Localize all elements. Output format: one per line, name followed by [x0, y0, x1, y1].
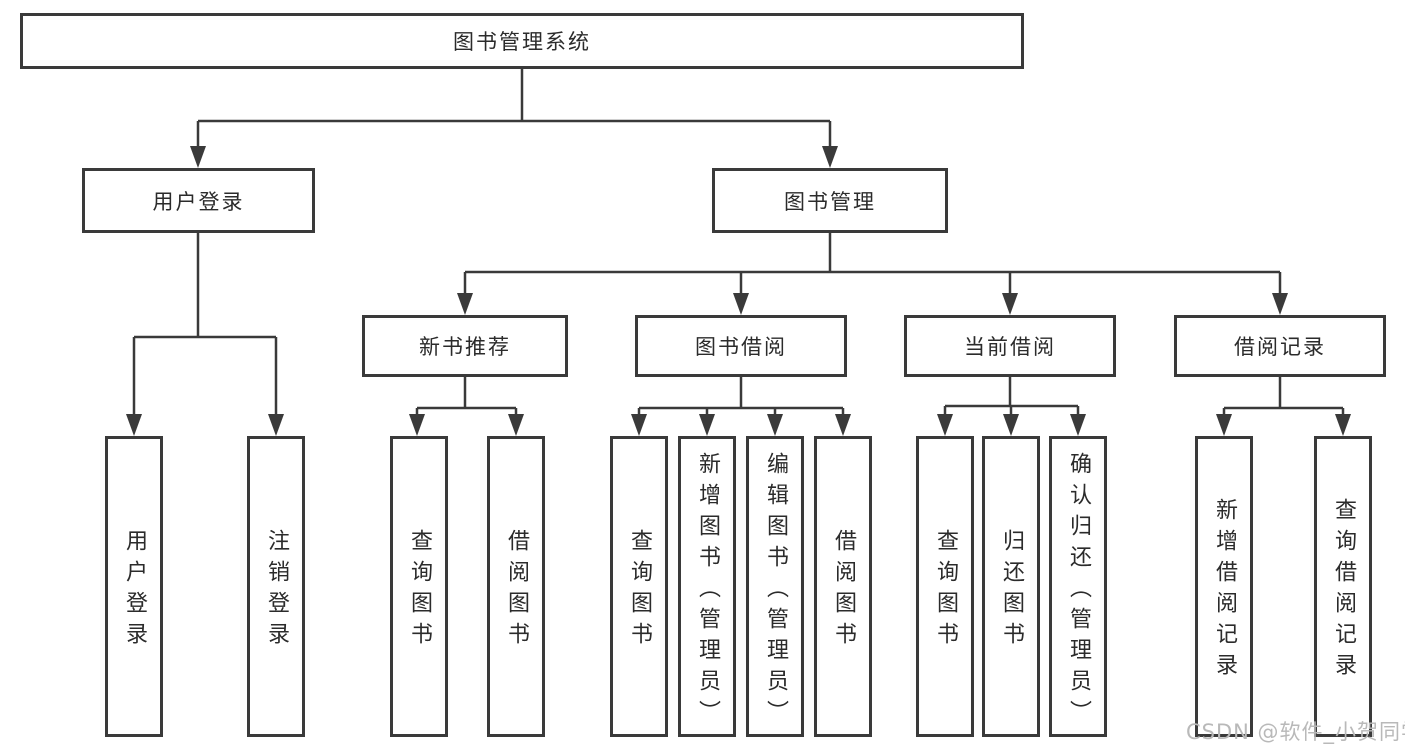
leaf-borrow-books-recommend: 借阅图书 [487, 436, 545, 737]
csdn-watermark: CSDN @软件_小贺同学 [1186, 720, 1405, 744]
node-current-borrowing: 当前借阅 [904, 315, 1116, 377]
leaf-return-books: 归还图书 [982, 436, 1040, 737]
leaf-query-books-current: 查询图书 [916, 436, 974, 737]
leaf-add-borrow-record: 新增借阅记录 [1195, 436, 1253, 737]
node-user-login-branch: 用户登录 [82, 168, 315, 233]
node-new-book-recommendation: 新书推荐 [362, 315, 568, 377]
leaf-query-books-borrowing: 查询图书 [610, 436, 668, 737]
node-book-management-branch: 图书管理 [712, 168, 948, 233]
node-library-management-system: 图书管理系统 [20, 13, 1024, 69]
node-borrowing-records: 借阅记录 [1174, 315, 1386, 377]
tree-edges [132, 69, 1345, 418]
leaf-edit-books-admin: 编辑图书（管理员） [746, 436, 804, 737]
leaf-borrow-books: 借阅图书 [814, 436, 872, 737]
arrowhead-icons [126, 146, 1351, 436]
leaf-user-login: 用户登录 [105, 436, 163, 737]
leaf-logout: 注销登录 [247, 436, 305, 737]
leaf-query-books-recommend: 查询图书 [390, 436, 448, 737]
leaf-query-borrow-record: 查询借阅记录 [1314, 436, 1372, 737]
leaf-add-books-admin: 新增图书（管理员） [678, 436, 736, 737]
node-book-borrowing: 图书借阅 [635, 315, 847, 377]
leaf-confirm-return-admin: 确认归还（管理员） [1049, 436, 1107, 737]
